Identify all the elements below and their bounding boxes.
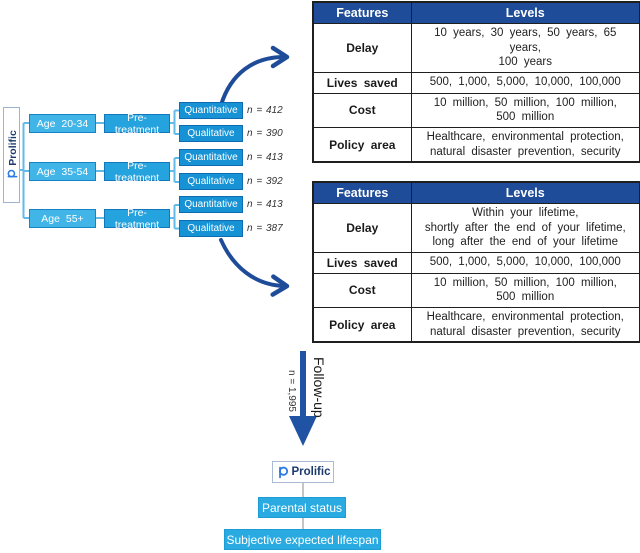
parental-status-box: Parental status (258, 497, 346, 518)
prolific-source-label: Prolific (6, 130, 19, 166)
age-group-1-box: Age 20-34 (29, 114, 96, 133)
follow-up-n: n = 1,995 (286, 370, 297, 412)
table-row: Lives saved 500, 1,000, 5,000, 10,000, 1… (312, 71, 640, 94)
feature-lives-saved: Lives saved (312, 71, 412, 94)
quantitative-3-label: Quantitative (184, 199, 238, 210)
levels-cost: 10 million, 50 million, 100 million, 500… (410, 92, 640, 128)
age-group-2-box: Age 35-54 (29, 162, 96, 181)
follow-up-label: Follow-up (311, 357, 327, 418)
feature-policy-area: Policy area (312, 126, 412, 163)
n-quantitative-3: n = 413 (247, 199, 283, 210)
quantitative-2-box: Quantitative (179, 149, 243, 166)
prolific-source-box: Prolific (3, 107, 20, 203)
n-qualitative-1: n = 390 (247, 128, 283, 139)
qualitative-1-label: Qualitative (187, 128, 235, 139)
n-qualitative-3: n = 387 (247, 223, 283, 234)
feature-lives-saved: Lives saved (312, 251, 412, 274)
table-row: Delay 10 years, 30 years, 50 years, 65 y… (312, 23, 640, 73)
quantitative-2-label: Quantitative (184, 152, 238, 163)
table-row: Policy area Healthcare, environmental pr… (312, 126, 640, 163)
feature-cost: Cost (312, 92, 412, 128)
n-qualitative-2: n = 392 (247, 176, 283, 187)
age-group-3-label: Age 55+ (41, 212, 84, 225)
pretreatment-2-box: Pre-treatment (104, 159, 170, 184)
qualitative-3-box: Qualitative (179, 220, 243, 237)
feature-policy-area: Policy area (312, 306, 412, 343)
pretreatment-2-label: Pre-treatment (114, 159, 160, 184)
bottom-table-header-levels: Levels (410, 181, 640, 204)
levels-lives-saved: 500, 1,000, 5,000, 10,000, 100,000 (410, 71, 640, 94)
feature-cost: Cost (312, 272, 412, 308)
qualitative-1-box: Qualitative (179, 125, 243, 142)
table-row: Delay Within your lifetime, shortly afte… (312, 203, 640, 253)
qualitative-2-label: Qualitative (187, 176, 235, 187)
arrow-to-top-table (219, 45, 290, 107)
top-table-header-features: Features (312, 1, 412, 24)
pretreatment-1-label: Pre-treatment (114, 111, 160, 136)
qualitative-2-box: Qualitative (179, 173, 243, 190)
prolific-followup-box: Prolific (272, 461, 334, 483)
arrow-to-bottom-table (219, 238, 290, 297)
qualitative-3-label: Qualitative (187, 223, 235, 234)
prolific-phi-icon (278, 466, 288, 478)
levels-policy-area: Healthcare, environmental protection, na… (410, 126, 640, 163)
quantitative-1-label: Quantitative (184, 105, 238, 116)
table-row: Cost 10 million, 50 million, 100 million… (312, 92, 640, 128)
quantitative-3-box: Quantitative (179, 196, 243, 213)
levels-cost: 10 million, 50 million, 100 million, 500… (410, 272, 640, 308)
levels-table-top: Features Levels Delay 10 years, 30 years… (312, 1, 640, 164)
prolific-logo: Prolific (6, 110, 19, 200)
subjective-expected-lifespan-label: Subjective expected lifespan (226, 532, 379, 547)
n-quantitative-2: n = 413 (247, 152, 283, 163)
levels-table-bottom: Features Levels Delay Within your lifeti… (312, 181, 640, 344)
subjective-expected-lifespan-box: Subjective expected lifespan (224, 529, 381, 550)
table-row: Cost 10 million, 50 million, 100 million… (312, 272, 640, 308)
prolific-followup-label: Prolific (291, 466, 331, 478)
n-quantitative-1: n = 412 (247, 105, 283, 116)
levels-lives-saved: 500, 1,000, 5,000, 10,000, 100,000 (410, 251, 640, 274)
feature-delay: Delay (312, 23, 412, 73)
top-table-header-levels: Levels (410, 1, 640, 24)
quantitative-1-box: Quantitative (179, 102, 243, 119)
levels-policy-area: Healthcare, environmental protection, na… (410, 306, 640, 343)
feature-delay: Delay (312, 203, 412, 253)
pretreatment-3-box: Pre-treatment (104, 206, 170, 231)
table-row: Policy area Healthcare, environmental pr… (312, 306, 640, 343)
pretreatment-3-label: Pre-treatment (114, 206, 160, 231)
parental-status-label: Parental status (261, 500, 343, 515)
pretreatment-1-box: Pre-treatment (104, 111, 170, 136)
prolific-phi-icon (7, 169, 18, 178)
levels-delay: Within your lifetime, shortly after the … (410, 203, 640, 253)
levels-delay: 10 years, 30 years, 50 years, 65 years, … (410, 23, 640, 73)
age-group-3-box: Age 55+ (29, 209, 96, 228)
age-group-2-label: Age 35-54 (36, 165, 89, 178)
bottom-table-header-features: Features (312, 181, 412, 204)
age-group-1-label: Age 20-34 (36, 117, 89, 130)
table-row: Lives saved 500, 1,000, 5,000, 10,000, 1… (312, 251, 640, 274)
